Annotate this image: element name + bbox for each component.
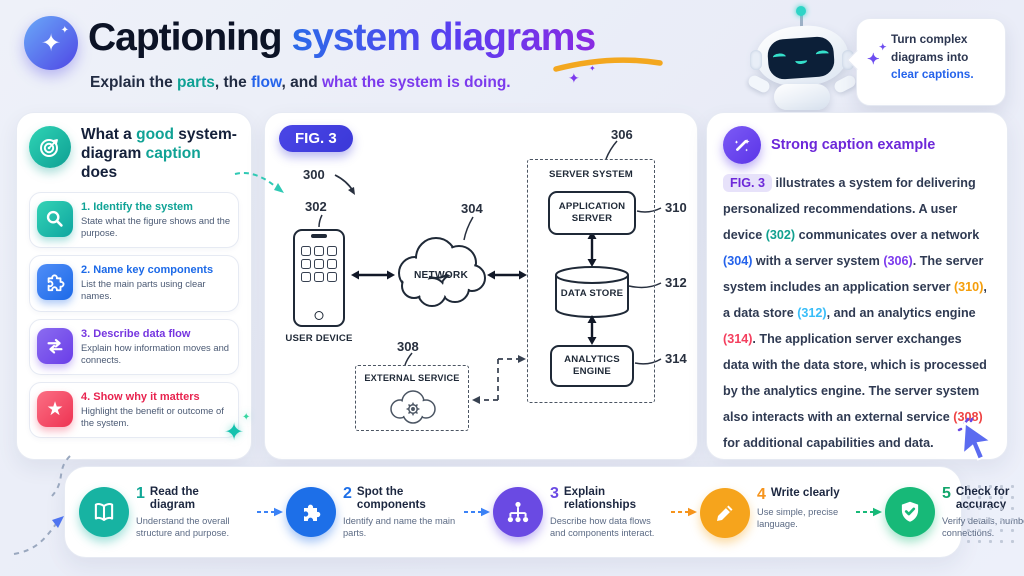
item-desc: Highlight the benefit or outcome of the … [81,405,224,429]
analytics-engine-box: ANALYTICS ENGINE [550,345,634,387]
figure-badge: FIG. 3 [279,125,353,152]
entry-arrow [234,172,284,193]
ref-306-text: (306) [883,254,913,268]
caption-text: FIG. 3 illustrates a system for deliveri… [723,174,987,450]
puzzle-icon [286,486,336,537]
ref-310-text: (310) [953,280,984,294]
swap-arrows-icon [37,327,73,364]
book-icon [79,486,129,537]
page-title: Captioning system diagrams [88,16,596,60]
robot-antenna-light [796,6,806,16]
external-service-label: EXTERNAL SERVICE [364,373,460,383]
sparkle-icon: ✦ [867,51,880,68]
sparkle-logo-icon: ✦ ✦ [24,16,78,70]
server-system-box [527,159,655,403]
ref-308: 308 [397,339,419,354]
robot-mascot [742,6,860,114]
title-gradient-part: system diagrams [291,16,596,59]
bubble-accent-text: clear captions. [891,67,974,82]
sparkle-glyph-small: ✦ [60,25,69,36]
underline-swoosh [553,57,663,72]
ref-300: 300 [303,167,325,182]
checklist-item-dataflow: 3. Describe data flow Explain how inform… [29,318,239,376]
page-subtitle: Explain the parts, the flow, and what th… [90,74,511,91]
checklist-item-why: ★ 4. Show why it matters Highlight the b… [29,382,239,439]
squiggle-decoration [13,455,71,555]
item-title: Identify the system [93,200,193,213]
application-server-box: APPLICATION SERVER [548,191,636,235]
target-icon [29,126,71,168]
title-dark-part: Captioning [88,16,283,59]
shield-check-icon [885,486,935,537]
checklist-title: What a good system-diagram caption does [81,126,237,181]
bubble-text: Turn complex diagrams into [891,32,969,64]
arrow-icon [856,507,882,517]
external-service-box [355,365,469,431]
robot-eye [772,52,787,61]
ref-308-text: (308) [953,410,983,424]
steps-bar: 1 Read the diagram Understand the overal… [64,466,1024,558]
ref-314-text: (314) [723,332,753,346]
server-system-label: SERVER SYSTEM [549,169,633,180]
speech-bubble: ✦ ✦ Turn complex diagrams into clear cap… [847,18,1006,106]
checklist-item-components: 2. Name key components List the main par… [29,255,239,312]
item-title: Name key components [93,264,214,277]
sparkle-icon: ✦ [589,64,596,73]
ref-304-text: (304) [723,254,753,268]
data-store-label: DATA STORE [560,288,624,299]
checklist-panel: What a good system-diagram caption does … [16,112,252,460]
magic-wand-icon [723,126,761,164]
ref-302: 302 [305,199,327,214]
arrow-icon [464,507,490,517]
ref-306: 306 [611,127,633,142]
item-desc: State what the figure shows and the purp… [81,214,231,238]
ref-312-text: (312) [797,306,827,320]
item-title: Describe data flow [93,327,191,340]
ref-310: 310 [665,200,687,215]
robot-eye [815,49,829,58]
diagram-connectors [318,140,662,424]
dot-grid-decoration [963,481,1015,547]
item-desc: List the main parts using clear names. [81,278,206,302]
puzzle-icon [37,264,73,301]
robot-arm [832,73,858,95]
search-icon [37,200,73,237]
arrow-icon [257,507,283,517]
robot-face [766,35,836,81]
star-icon: ★ [37,391,73,428]
sparkle-icon: ✦✦ [224,412,251,446]
item-desc: Explain how information moves and connec… [81,341,229,365]
step-explain-relationships: 3 Explain relationships Describe how dat… [493,485,668,540]
caption-panel-title: Strong caption example [771,137,936,153]
robot-smile [794,56,808,64]
home-button [314,311,324,320]
step-spot-components: 2 Spot the components Identify and name … [286,485,461,540]
network-label: NETWORK [413,270,469,281]
robot-antenna [800,12,803,28]
pencil-icon [700,488,750,538]
item-title: Show why it matters [93,391,200,404]
checklist-item-identify: 1. Identify the system State what the fi… [29,191,239,249]
ref-312: 312 [665,275,687,290]
user-device-label: USER DEVICE [285,333,353,344]
sparkle-icon: ✦ [879,42,887,52]
step-write-clearly: 4 Write clearly Use simple, precise lang… [700,486,853,538]
cursor-icon [951,409,997,466]
sparkle-glyph: ✦ [40,29,62,57]
app-grid [301,246,337,282]
fig3-chip: FIG. 3 [723,174,772,192]
robot-ear [750,50,762,70]
user-device-phone [293,229,345,327]
ref-314: 314 [665,351,687,366]
figure-panel: FIG. 3 300 [264,112,698,460]
caption-panel: Strong caption example FIG. 3 illustrate… [706,112,1008,461]
arrow-icon [671,507,697,517]
step-read-diagram: 1 Read the diagram Understand the overal… [79,485,254,540]
ref-304: 304 [461,201,483,216]
sparkle-icon: ✦ [568,70,580,86]
robot-body [774,84,830,110]
hierarchy-icon [493,486,543,537]
ref-302-text: (302) [765,228,796,242]
